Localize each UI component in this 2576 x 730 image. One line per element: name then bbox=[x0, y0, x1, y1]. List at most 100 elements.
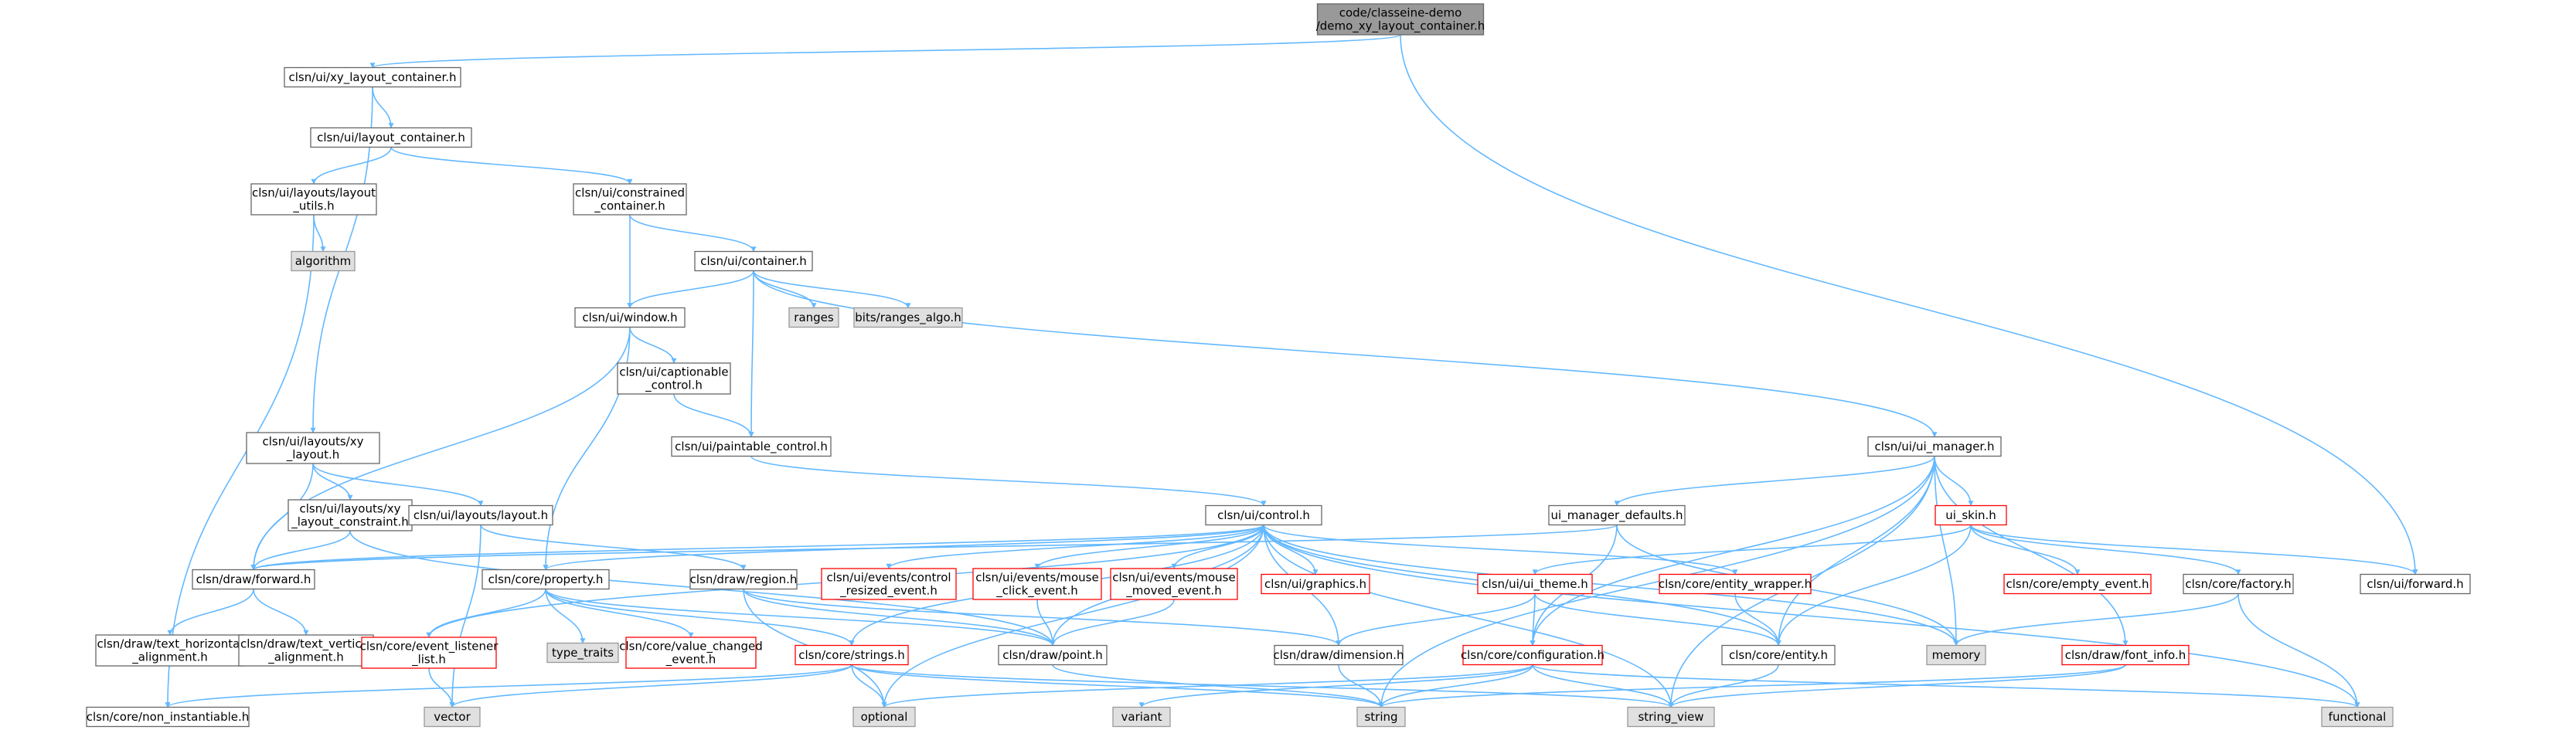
node-label: clsn/draw/text_vertical bbox=[240, 637, 372, 652]
node-box bbox=[250, 183, 377, 216]
node-draw-point[interactable]: clsn/draw/point.h bbox=[998, 644, 1108, 666]
node-ui-skin[interactable]: ui_skin.h bbox=[1935, 504, 2007, 526]
node-box bbox=[689, 569, 798, 590]
edge-core_factory-to-functional bbox=[2237, 593, 2360, 708]
node-entity-wrapper[interactable]: clsn/core/entity_wrapper.h bbox=[1659, 573, 1812, 595]
edge-core_strings-to-vector bbox=[449, 664, 852, 708]
node-box bbox=[694, 250, 813, 272]
node-box bbox=[1261, 573, 1370, 595]
node-label: bits/ranges_algo.h bbox=[855, 311, 961, 325]
node-label: clsn/ui/ui_manager.h bbox=[1874, 440, 1994, 454]
node-label: clsn/core/property.h bbox=[488, 572, 604, 586]
node-core-entity[interactable]: clsn/core/entity.h bbox=[1721, 644, 1836, 666]
node-box bbox=[546, 642, 619, 664]
node-control[interactable]: clsn/ui/control.h bbox=[1205, 504, 1322, 526]
node-box bbox=[482, 569, 610, 590]
edge-ui_theme-to-core_entity bbox=[1534, 593, 1781, 647]
node-ranges: ranges bbox=[788, 307, 839, 328]
node-captionable-control[interactable]: clsn/ui/captionable_control.h bbox=[617, 362, 731, 395]
node-box bbox=[1274, 644, 1404, 666]
node-core-property[interactable]: clsn/core/property.h bbox=[482, 569, 610, 590]
edge-core_strings-to-string bbox=[851, 664, 1384, 708]
edge-core_configuration-to-functional bbox=[1532, 664, 2360, 708]
node-mouse-moved-event[interactable]: clsn/ui/events/mouse_moved_event.h bbox=[1110, 568, 1238, 600]
node-label: string bbox=[1364, 710, 1397, 724]
node-label: clsn/ui/events/mouse bbox=[975, 571, 1098, 585]
node-box bbox=[192, 569, 315, 590]
node-font-info[interactable]: clsn/draw/font_info.h bbox=[2061, 644, 2190, 666]
node-mouse-click-event[interactable]: clsn/ui/events/mouse_click_event.h bbox=[972, 568, 1102, 600]
node-label: clsn/core/event_listener bbox=[360, 640, 499, 654]
node-bits-ranges-algo: bits/ranges_algo.h bbox=[853, 307, 963, 328]
node-text-horizontal-alignment[interactable]: clsn/draw/text_horizontal_alignment.h bbox=[95, 634, 245, 667]
node-label: _click_event.h bbox=[995, 584, 1078, 599]
node-core-factory[interactable]: clsn/core/factory.h bbox=[2183, 573, 2294, 595]
node-xy-layout-constraint[interactable]: clsn/ui/layouts/xy_layout_constraint.h bbox=[288, 499, 413, 531]
edge-ui_skin-to-core_factory bbox=[1970, 525, 2241, 576]
edge-core_configuration-to-variant bbox=[1138, 664, 1533, 708]
node-draw-forward[interactable]: clsn/draw/forward.h bbox=[192, 569, 315, 590]
node-box bbox=[972, 568, 1102, 600]
edge-font_info-to-string bbox=[1378, 664, 2126, 708]
node-label: clsn/ui/xy_layout_container.h bbox=[288, 70, 456, 85]
node-root[interactable]: code/classeine-demo/demo_xy_layout_conta… bbox=[1316, 3, 1485, 36]
node-box bbox=[288, 499, 413, 531]
edge-constrained_container-to-container bbox=[629, 214, 757, 253]
node-layout-container[interactable]: clsn/ui/layout_container.h bbox=[310, 127, 472, 148]
node-xy-layout-container[interactable]: clsn/ui/xy_layout_container.h bbox=[284, 66, 461, 88]
edge-mouse_moved_event-to-draw_point bbox=[1050, 599, 1175, 647]
edge-core_property-to-core_strings bbox=[545, 589, 855, 647]
node-core-strings[interactable]: clsn/core/strings.h bbox=[795, 644, 909, 666]
node-string-view: string_view bbox=[1627, 706, 1715, 728]
node-label: type_traits bbox=[552, 646, 614, 660]
edge-layouts_layout-to-draw_region bbox=[480, 525, 747, 571]
edge-core_property-to-event_listener_list bbox=[426, 589, 546, 638]
node-ui-manager-defaults[interactable]: ui_manager_defaults.h bbox=[1548, 504, 1686, 526]
node-control-resized-event[interactable]: clsn/ui/events/control_resized_event.h bbox=[821, 568, 957, 600]
node-label: algorithm bbox=[295, 254, 351, 268]
node-type-traits: type_traits bbox=[546, 642, 619, 664]
node-ui-manager[interactable]: clsn/ui/ui_manager.h bbox=[1867, 436, 2002, 457]
node-box bbox=[671, 436, 832, 457]
node-draw-region[interactable]: clsn/draw/region.h bbox=[689, 569, 798, 590]
node-box bbox=[795, 644, 909, 666]
node-layouts-layout-utils[interactable]: clsn/ui/layouts/layout_utils.h bbox=[250, 183, 377, 216]
node-label: _container.h bbox=[594, 199, 665, 214]
node-xy-layout[interactable]: clsn/ui/layouts/xy_layout.h bbox=[246, 432, 380, 464]
node-window[interactable]: clsn/ui/window.h bbox=[574, 307, 686, 328]
edge-font_info-to-string_view bbox=[1668, 664, 2126, 708]
node-label: clsn/draw/dimension.h bbox=[1274, 648, 1404, 662]
node-label: ui_manager_defaults.h bbox=[1551, 508, 1683, 523]
edge-ui_manager-to-ui_manager_defaults bbox=[1614, 456, 1935, 507]
node-box bbox=[1112, 706, 1171, 728]
node-empty-event[interactable]: clsn/core/empty_event.h bbox=[2003, 573, 2152, 595]
edge-draw_region-to-draw_point bbox=[743, 589, 1056, 647]
node-core-configuration[interactable]: clsn/core/configuration.h bbox=[1461, 644, 1604, 666]
node-ui-graphics[interactable]: clsn/ui/graphics.h bbox=[1261, 573, 1370, 595]
edge-container-to-bits_ranges_algo bbox=[753, 270, 911, 309]
node-label: clsn/ui/layouts/xy bbox=[300, 502, 401, 516]
node-label: _alignment.h bbox=[267, 650, 344, 665]
node-container[interactable]: clsn/ui/container.h bbox=[694, 250, 813, 272]
node-layouts-layout[interactable]: clsn/ui/layouts/layout.h bbox=[408, 504, 553, 526]
node-label: clsn/ui/layouts/xy bbox=[263, 435, 364, 449]
node-non-instantiable[interactable]: clsn/core/non_instantiable.h bbox=[86, 706, 250, 728]
node-ui-theme[interactable]: clsn/ui/ui_theme.h bbox=[1477, 573, 1593, 595]
node-value-changed-event[interactable]: clsn/core/value_changed_event.h bbox=[619, 637, 763, 669]
node-ui-forward[interactable]: clsn/ui/forward.h bbox=[2360, 573, 2471, 595]
node-optional: optional bbox=[852, 706, 916, 728]
node-box bbox=[424, 706, 481, 728]
node-text-vertical-alignment[interactable]: clsn/draw/text_vertical_alignment.h bbox=[238, 634, 374, 667]
node-memory: memory bbox=[1926, 644, 1986, 666]
edge-core_property-to-draw_point bbox=[545, 589, 1056, 647]
edge-draw_dimension-to-string bbox=[1338, 664, 1384, 708]
edge-ui_skin-to-empty_event bbox=[1970, 525, 2081, 576]
node-event-listener-list[interactable]: clsn/core/event_listener_list.h bbox=[360, 637, 499, 669]
node-paintable-control[interactable]: clsn/ui/paintable_control.h bbox=[671, 436, 832, 457]
node-label: optional bbox=[861, 710, 908, 724]
node-draw-dimension[interactable]: clsn/draw/dimension.h bbox=[1274, 644, 1404, 666]
node-box bbox=[238, 634, 374, 667]
node-box bbox=[1316, 3, 1485, 36]
node-constrained-container[interactable]: clsn/ui/constrained_container.h bbox=[573, 183, 687, 216]
